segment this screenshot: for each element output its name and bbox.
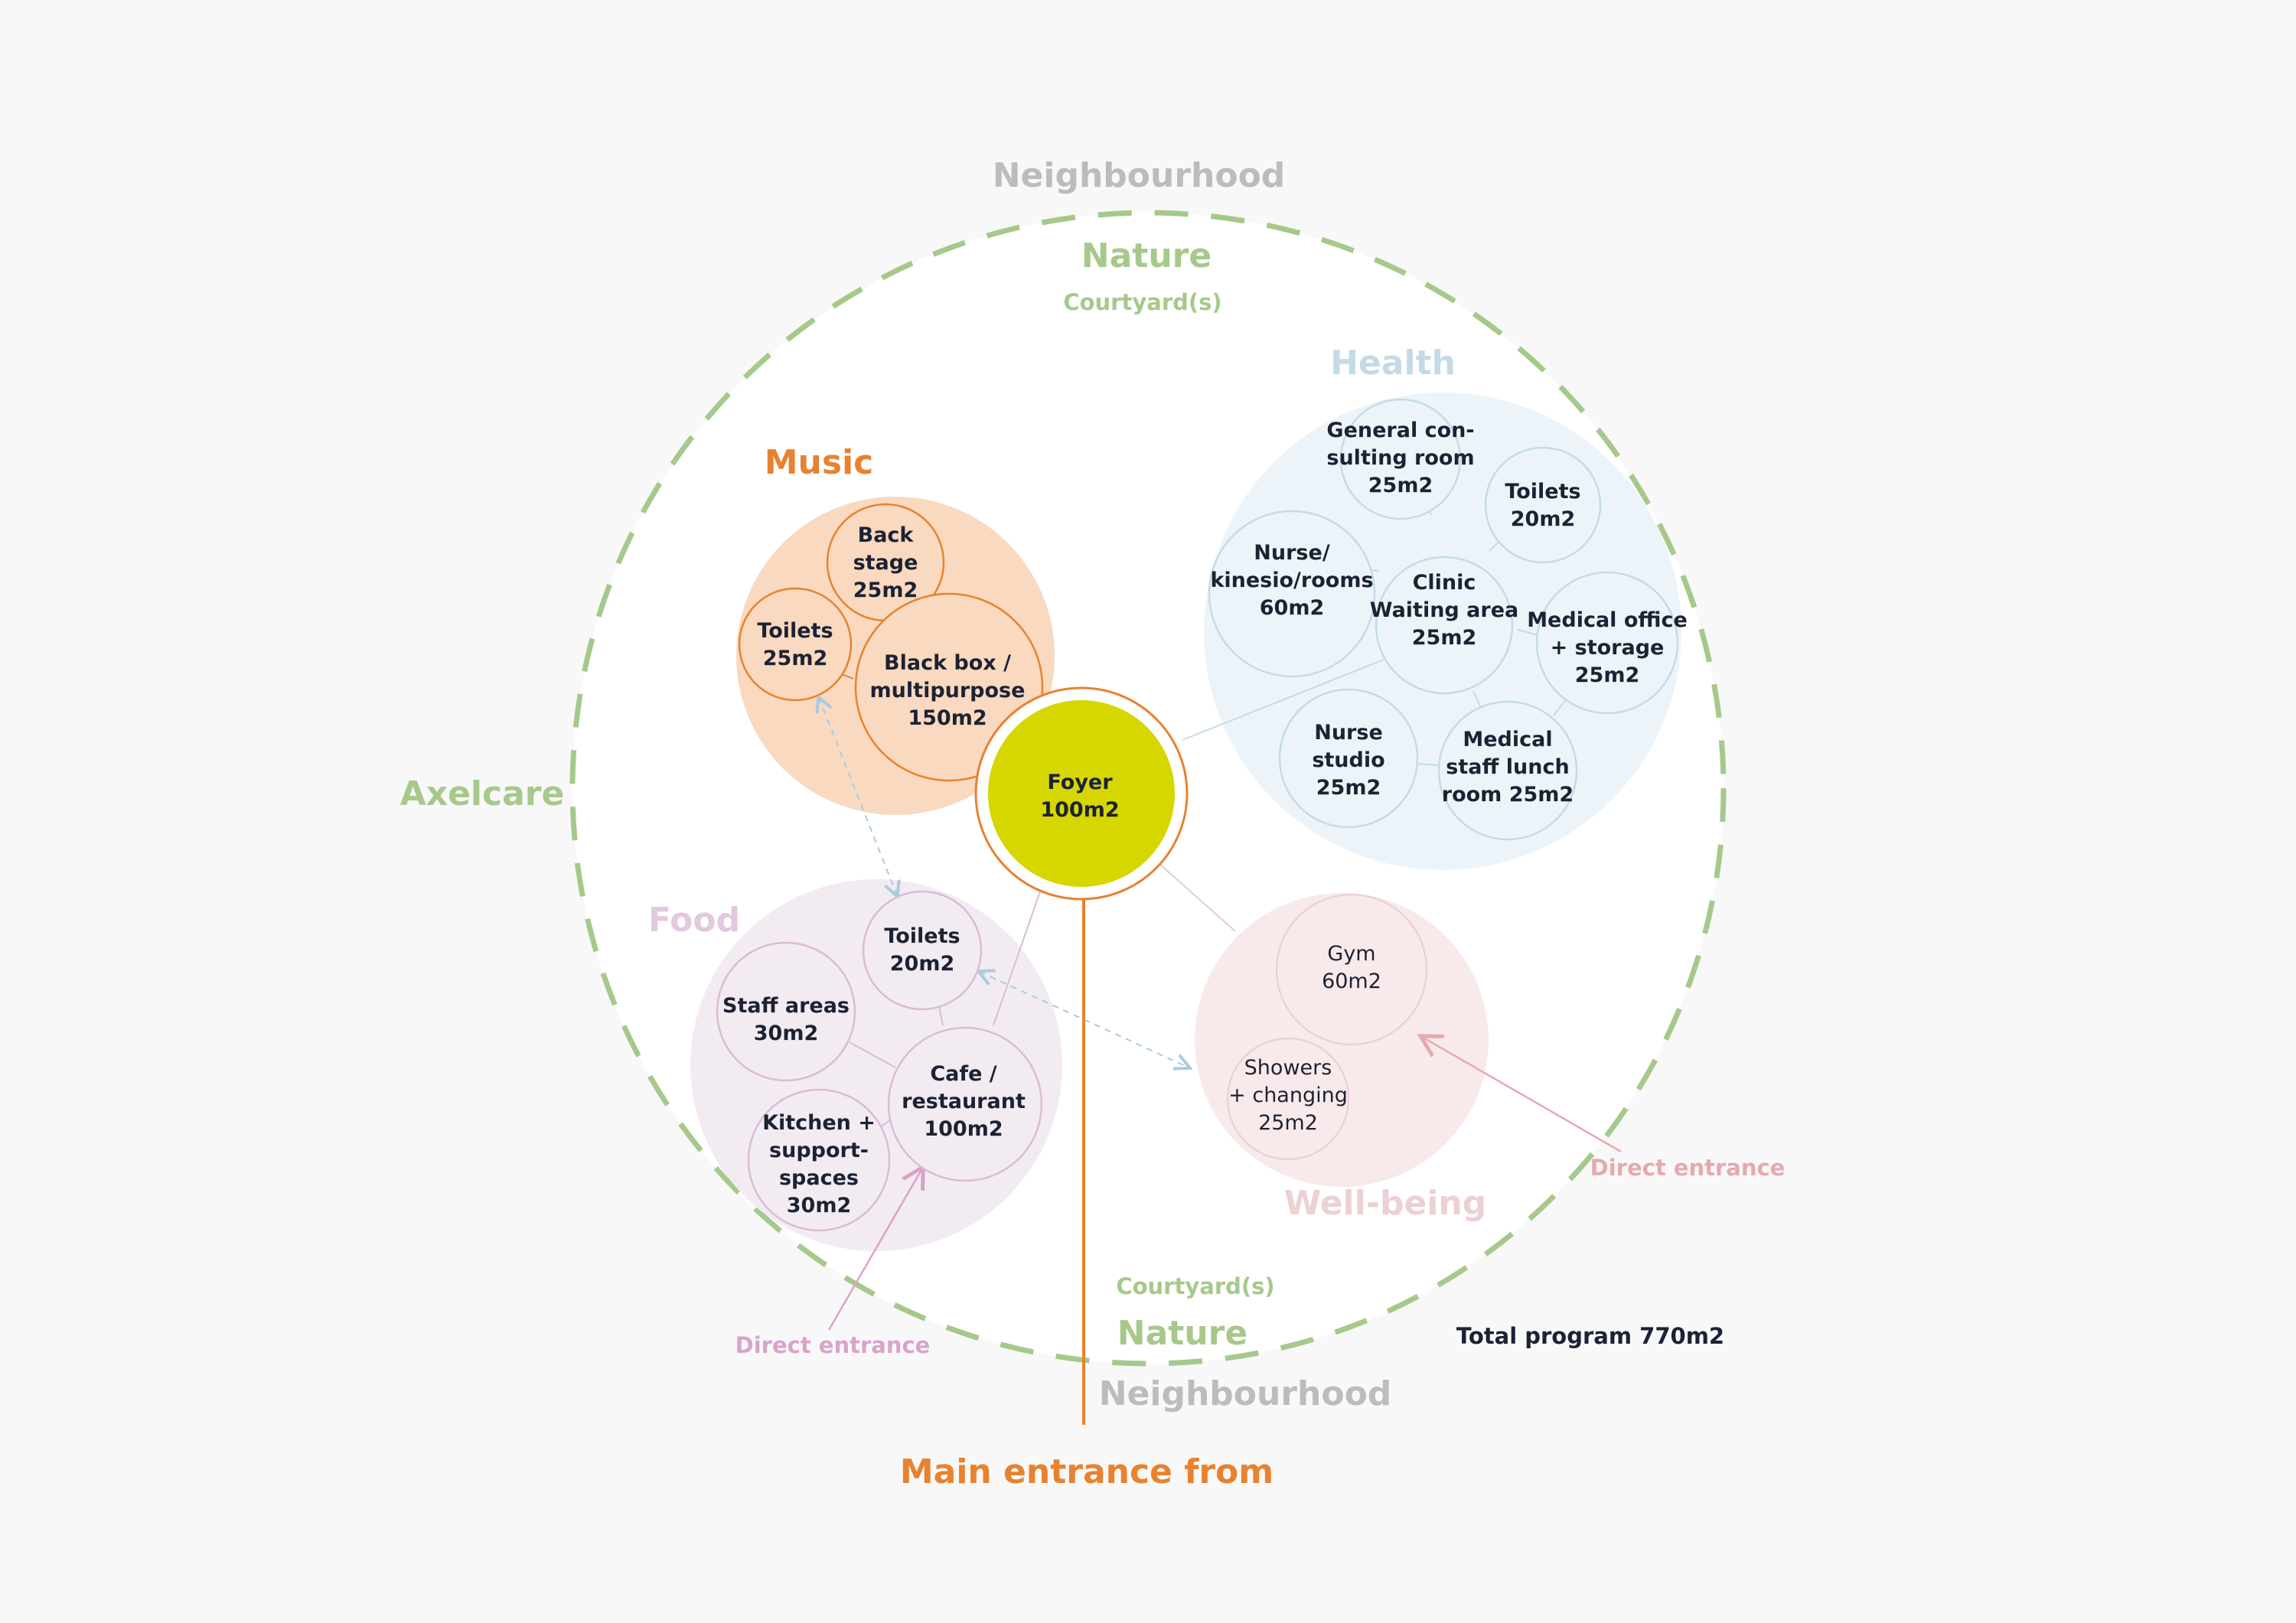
health-nurse-studio-room <box>1278 688 1419 829</box>
neighbourhood-bottom-label: Neighbourhood <box>1099 1374 1392 1413</box>
food-cafe-room <box>887 1026 1043 1182</box>
courtyard-top-label: Courtyard(s) <box>1063 289 1221 315</box>
foyer-room <box>988 700 1175 887</box>
courtyard-bottom-label: Courtyard(s) <box>1116 1273 1274 1299</box>
wb-gym-room <box>1275 893 1428 1046</box>
wellbeing-caption: Well-being <box>1284 1184 1486 1223</box>
music-food-toilets-link <box>819 698 897 895</box>
site-boundary-dashed <box>569 210 1727 1367</box>
nature-bottom-label: Nature <box>1117 1314 1247 1353</box>
food-kitchen-room <box>747 1088 891 1232</box>
food-toilets-room <box>862 890 983 1011</box>
food-caption: Food <box>648 901 740 940</box>
music-caption: Music <box>765 443 873 482</box>
food-direct-entrance-arrow <box>827 1168 922 1331</box>
health-caption: Health <box>1330 344 1456 383</box>
nature-top-label: Nature <box>1081 236 1212 275</box>
total-program-label: Total program 770m2 <box>1456 1323 1724 1349</box>
music-toilets-room <box>738 587 853 702</box>
health-toilets-room <box>1484 446 1602 564</box>
health-nurse-room <box>1208 510 1376 678</box>
food-staff-room <box>716 941 856 1082</box>
wb-showers-room <box>1226 1037 1350 1161</box>
health-clinic-room <box>1375 556 1514 695</box>
main-entrance-label: Main entrance from <box>900 1452 1274 1491</box>
food-direct-entrance-label: Direct entrance <box>735 1332 931 1358</box>
wellbeing-direct-entrance-arrow <box>1422 1037 1622 1153</box>
health-lunch-room <box>1437 700 1578 841</box>
axelcare-label: Axelcare <box>400 774 565 813</box>
neighbourhood-top-label: Neighbourhood <box>993 156 1286 195</box>
health-general-room <box>1339 398 1462 520</box>
wellbeing-direct-entrance-label: Direct entrance <box>1590 1155 1786 1181</box>
health-medical-office-room <box>1535 571 1679 715</box>
